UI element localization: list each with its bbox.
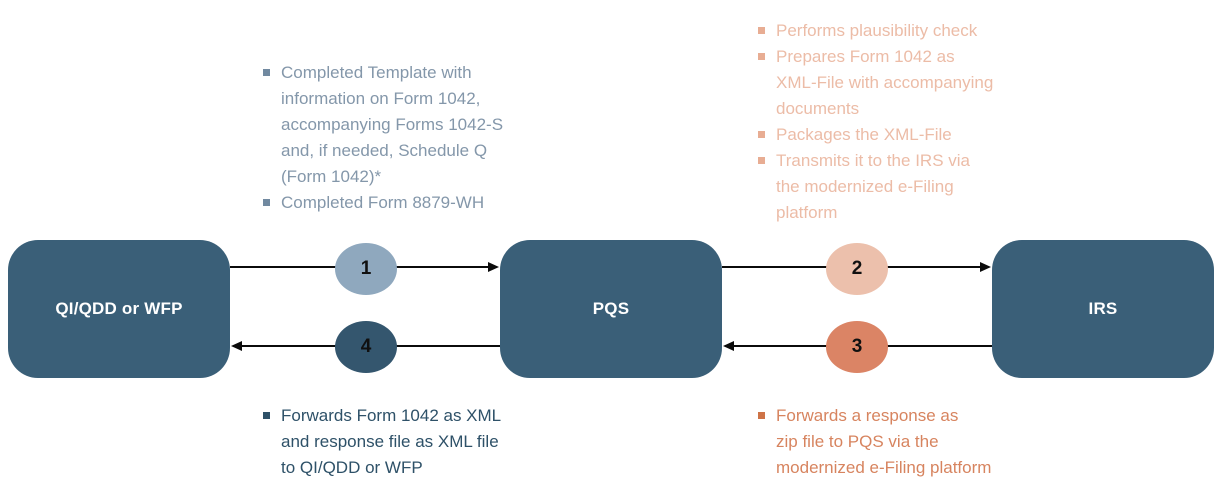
list-item: Completed Template with information on F… [263, 60, 563, 190]
arrowhead-right-icon [488, 262, 499, 272]
arrowhead-right-icon [980, 262, 991, 272]
note-list-pqs-to-qi: Forwards Form 1042 as XML and response f… [263, 403, 573, 481]
node-pqs: PQS [500, 240, 722, 378]
node-label: PQS [592, 299, 630, 318]
note-list-pqs-to-irs: Performs plausibility check Prepares For… [758, 18, 1058, 226]
list-item: Transmits it to the IRS via the moderniz… [758, 148, 1058, 226]
arrowhead-left-icon [723, 341, 734, 351]
note-text: Transmits it to the IRS via the moderniz… [776, 151, 970, 222]
bullet-square-icon [263, 199, 270, 206]
node-qi-qdd-or-wfp: QI/QDD or WFP [8, 240, 230, 378]
node-label: IRS [1088, 299, 1118, 318]
node-irs: IRS [992, 240, 1214, 378]
bullet-square-icon [758, 157, 765, 164]
note-text: Prepares Form 1042 as XML-File with acco… [776, 47, 994, 118]
step-circle-1: 1 [335, 243, 397, 295]
list-item: Completed Form 8879-WH [263, 190, 563, 216]
bullet-square-icon [758, 27, 765, 34]
node-label: QI/QDD or WFP [55, 299, 183, 318]
list-item: Prepares Form 1042 as XML-File with acco… [758, 44, 1058, 122]
bullet-square-icon [758, 412, 765, 419]
list-item: Forwards Form 1042 as XML and response f… [263, 403, 573, 481]
bullet-square-icon [758, 131, 765, 138]
list-item: Performs plausibility check [758, 18, 1058, 44]
note-text: Completed Form 8879-WH [281, 193, 485, 212]
note-text: Forwards a response as zip file to PQS v… [776, 406, 992, 477]
list-item: Forwards a response as zip file to PQS v… [758, 403, 1068, 481]
arrowhead-left-icon [231, 341, 242, 351]
bullet-square-icon [263, 69, 270, 76]
note-text: Performs plausibility check [776, 21, 978, 40]
note-text: Forwards Form 1042 as XML and response f… [281, 406, 502, 477]
step-circle-3: 3 [826, 321, 888, 373]
step-circle-4: 4 [335, 321, 397, 373]
note-text: Completed Template with information on F… [281, 63, 504, 186]
step-circle-2: 2 [826, 243, 888, 295]
note-text: Packages the XML-File [776, 125, 952, 144]
note-list-irs-to-pqs: Forwards a response as zip file to PQS v… [758, 403, 1068, 481]
bullet-square-icon [263, 412, 270, 419]
note-list-qi-to-pqs: Completed Template with information on F… [263, 60, 563, 216]
list-item: Packages the XML-File [758, 122, 1058, 148]
bullet-square-icon [758, 53, 765, 60]
